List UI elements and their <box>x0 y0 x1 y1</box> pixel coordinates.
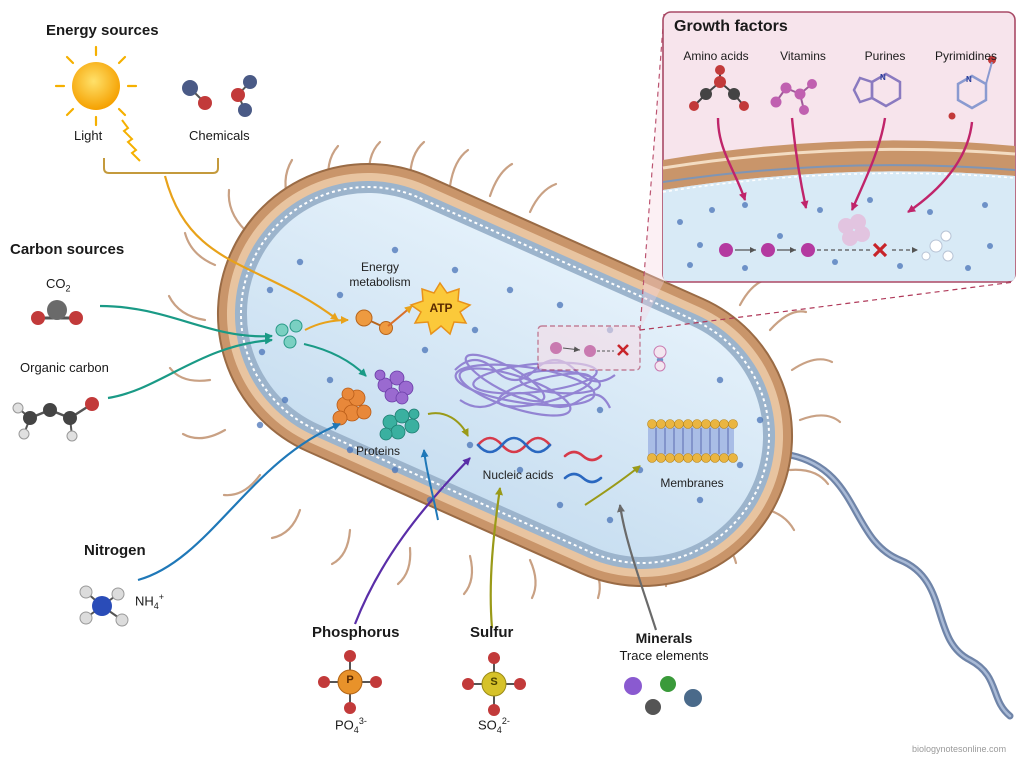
organic-carbon-label: Organic carbon <box>20 360 109 375</box>
credit-text: biologynotesonline.com <box>912 744 1007 754</box>
sun-icon <box>54 45 138 127</box>
nitrogen-title: Nitrogen <box>84 542 146 559</box>
protein-teal <box>379 408 420 441</box>
atp-label: ATP <box>429 301 453 315</box>
membrane-bilayer <box>647 419 738 463</box>
phosphorus-atom-label: P <box>346 674 354 686</box>
protein-purple <box>374 369 414 405</box>
energy-arrow <box>163 175 339 321</box>
sulfate-label: SO42- <box>478 716 510 735</box>
energy-to-metabolite-arrow <box>304 316 349 331</box>
minerals-arrow <box>617 504 658 631</box>
phosphate-molecule-icon <box>318 650 382 714</box>
trace-elements-label: Trace elements <box>619 648 709 663</box>
purine-icon: N <box>852 72 902 108</box>
sulfate-molecule-icon <box>462 652 526 716</box>
growth-factors-title: Growth factors <box>674 18 788 35</box>
cell-pili <box>167 140 842 600</box>
sulfur-title: Sulfur <box>470 624 514 641</box>
chemicals-icon <box>182 75 257 117</box>
carbon-to-proteins-arrow <box>303 343 367 377</box>
ammonium-label: NH4+ <box>135 592 165 611</box>
phosphorus-title: Phosphorus <box>312 624 400 641</box>
pyrimidine-icon: N <box>948 56 996 120</box>
light-ray-icon <box>121 119 141 162</box>
atp-starburst <box>409 281 472 336</box>
nitrogen-arrow <box>137 422 341 582</box>
minerals-icon <box>624 676 702 715</box>
energy-sources-title: Energy sources <box>46 22 159 39</box>
growth-factor-vitamins: Vitamins <box>780 49 826 63</box>
light-label: Light <box>74 128 103 143</box>
growth-factor-amino-acids: Amino acids <box>683 49 749 63</box>
organic-carbon-icon <box>12 397 99 442</box>
co2-arrow <box>99 304 273 341</box>
energy-metabolism-label-line2: metabolism <box>349 275 411 289</box>
metabolite-to-atp-arrow <box>387 305 413 327</box>
ammonium-molecule-icon <box>79 585 129 627</box>
membranes-label: Membranes <box>660 476 724 490</box>
minerals-title: Minerals <box>635 630 693 646</box>
growth-factor-pyrimidines: Pyrimidines <box>934 49 998 63</box>
sulfur-atom-label: S <box>490 676 498 688</box>
phosphate-label: PO43- <box>335 716 367 735</box>
flagellum <box>786 451 1014 720</box>
growth-factor-callout <box>537 13 1015 372</box>
carbon-sources-title: Carbon sources <box>10 241 125 258</box>
proteins-label: Proteins <box>355 444 401 458</box>
sulfur-arrow <box>489 487 503 629</box>
energy-bracket <box>103 158 219 174</box>
carbon-intermediates <box>275 319 303 349</box>
dna-nucleoid <box>454 353 616 417</box>
pyrimidine-n-label: N <box>966 75 972 84</box>
growth-factors-panel: N N <box>662 11 1016 283</box>
purine-n-label: N <box>880 73 886 82</box>
co2-molecule-icon <box>31 300 83 325</box>
chemicals-label: Chemicals <box>189 128 250 143</box>
growth-factor-purines: Purines <box>864 49 906 63</box>
to-membrane-arrow <box>584 465 641 506</box>
dna-helix <box>476 436 603 484</box>
energy-metabolism-label-line1: Energy <box>360 260 400 274</box>
nucleic-acids-label: Nucleic acids <box>482 468 554 482</box>
phosphorus-to-proteins-arrow <box>420 449 439 521</box>
protein-to-nucleic-arrow <box>427 412 469 437</box>
co2-label: CO2 <box>46 276 71 294</box>
vitamin-icon <box>770 79 817 115</box>
organic-carbon-arrow <box>107 336 273 400</box>
amino-acid-icon <box>689 65 749 111</box>
phosphorus-arrow <box>353 457 471 625</box>
protein-orange <box>332 387 372 426</box>
